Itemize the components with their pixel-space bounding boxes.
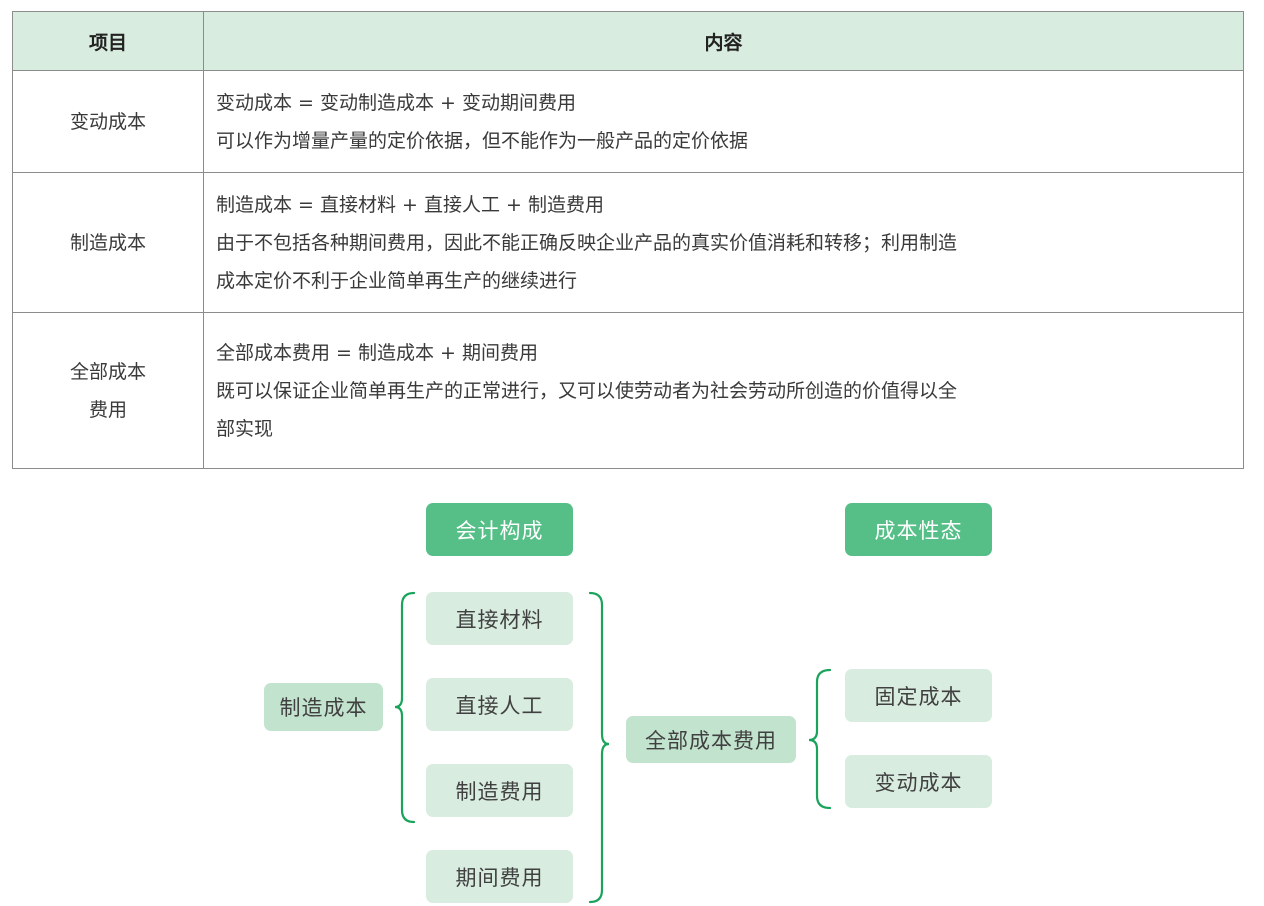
description-line: 部实现 xyxy=(216,417,274,440)
header-label: 会计构成 xyxy=(455,518,544,543)
manufacturing-cost-node: 制造成本 xyxy=(264,683,383,731)
node-label: 期间费用 xyxy=(455,865,544,890)
item-label: 制造成本 xyxy=(69,231,146,254)
header-item: 项目 xyxy=(12,11,204,71)
description-line: 由于不包括各种期间费用，因此不能正确反映企业产品的真实价值消耗和转移；利用制造 xyxy=(216,231,958,254)
node-label: 全部成本费用 xyxy=(645,728,777,753)
period-expenses-node: 期间费用 xyxy=(426,850,573,903)
table-row: 制造成本 制造成本 = 直接材料 + 直接人工 + 制造费用 由于不包括各种期间… xyxy=(12,172,1244,313)
direct-materials-node: 直接材料 xyxy=(426,592,573,645)
header-content: 内容 xyxy=(203,11,1244,71)
table-row: 全部成本 费用 全部成本费用 = 制造成本 + 期间费用 既可以保证企业简单再生… xyxy=(12,312,1244,469)
node-label: 直接人工 xyxy=(455,693,544,718)
accounting-composition-header: 会计构成 xyxy=(426,503,573,556)
row-content: 制造成本 = 直接材料 + 直接人工 + 制造费用 由于不包括各种期间费用，因此… xyxy=(203,172,1244,313)
description-line: 成本定价不利于企业简单再生产的继续进行 xyxy=(216,269,578,292)
item-label: 费用 xyxy=(88,398,127,421)
fixed-cost-node: 固定成本 xyxy=(845,669,992,722)
node-label: 固定成本 xyxy=(874,684,963,709)
node-label: 制造费用 xyxy=(455,779,544,804)
table-header-row: 项目 内容 xyxy=(12,11,1244,71)
row-item-manufacturing-cost: 制造成本 xyxy=(12,172,204,313)
header-label: 成本性态 xyxy=(874,518,963,543)
brace-manufacturing-left xyxy=(394,591,416,824)
total-cost-node: 全部成本费用 xyxy=(626,716,796,763)
row-content: 全部成本费用 = 制造成本 + 期间费用 既可以保证企业简单再生产的正常进行，又… xyxy=(203,312,1244,469)
variable-cost-node: 变动成本 xyxy=(845,755,992,808)
brace-behavior-left xyxy=(808,668,832,810)
node-label: 制造成本 xyxy=(279,696,368,720)
description-line: 可以作为增量产量的定价依据，但不能作为一般产品的定价依据 xyxy=(216,129,749,152)
row-item-variable-cost: 变动成本 xyxy=(12,70,204,173)
description-line: 既可以保证企业简单再生产的正常进行，又可以使劳动者为社会劳动所创造的价值得以全 xyxy=(216,379,958,402)
table-row: 变动成本 变动成本 = 变动制造成本 + 变动期间费用 可以作为增量产量的定价依… xyxy=(12,70,1244,173)
formula-line: 制造成本 = 直接材料 + 直接人工 + 制造费用 xyxy=(216,193,604,216)
row-item-total-cost: 全部成本 费用 xyxy=(12,312,204,469)
cost-comparison-table: 项目 内容 变动成本 变动成本 = 变动制造成本 + 变动期间费用 可以作为增量… xyxy=(12,11,1244,469)
node-label: 变动成本 xyxy=(874,770,963,795)
cost-behavior-header: 成本性态 xyxy=(845,503,992,556)
item-label: 变动成本 xyxy=(69,110,146,133)
formula-line: 变动成本 = 变动制造成本 + 变动期间费用 xyxy=(216,91,576,114)
direct-labor-node: 直接人工 xyxy=(426,678,573,731)
manufacturing-overhead-node: 制造费用 xyxy=(426,764,573,817)
node-label: 直接材料 xyxy=(455,607,544,632)
formula-line: 全部成本费用 = 制造成本 + 期间费用 xyxy=(216,341,538,364)
row-content: 变动成本 = 变动制造成本 + 变动期间费用 可以作为增量产量的定价依据，但不能… xyxy=(203,70,1244,173)
brace-total-right xyxy=(588,591,610,904)
item-label: 全部成本 xyxy=(69,360,146,383)
